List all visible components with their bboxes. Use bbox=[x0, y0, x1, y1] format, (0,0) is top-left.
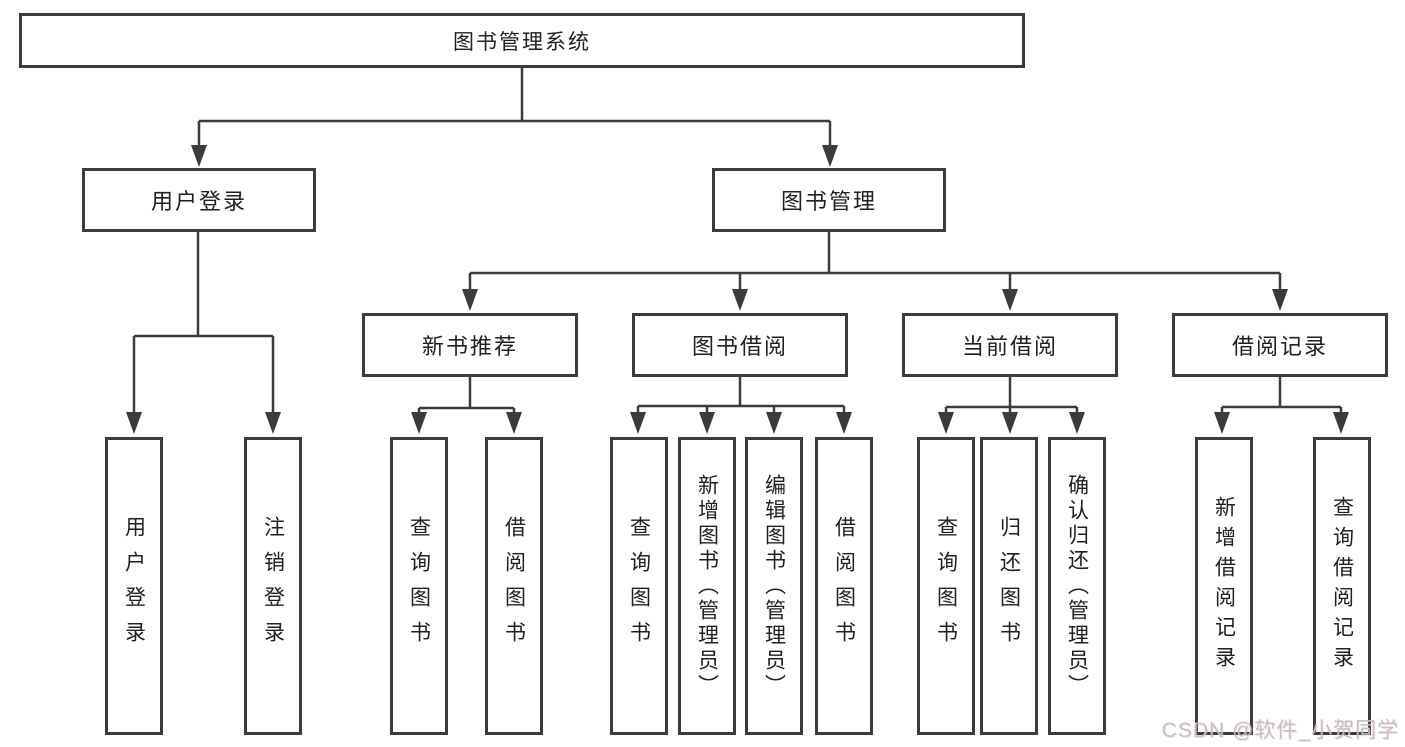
leaf-logout: 注销登录 bbox=[244, 437, 302, 735]
node-user-login: 用户登录 bbox=[82, 168, 316, 232]
leaf-query-books-borrowing-label: 查询图书 bbox=[627, 516, 651, 656]
leaf-borrow-books-recommend: 借阅图书 bbox=[485, 437, 543, 735]
leaf-add-borrow-record: 新增借阅记录 bbox=[1195, 437, 1253, 735]
leaf-add-book-admin-label: 新增图书（管理员） bbox=[695, 473, 719, 699]
leaf-edit-book-admin-label: 编辑图书（管理员） bbox=[762, 473, 786, 699]
leaf-return-book-label: 归还图书 bbox=[997, 516, 1021, 656]
csdn-watermark: CSDN @软件_小贺同学 bbox=[1161, 719, 1399, 742]
leaf-confirm-return-admin-label: 确认归还（管理员） bbox=[1065, 473, 1089, 699]
leaf-logout-label: 注销登录 bbox=[261, 516, 285, 656]
leaf-query-books-recommend-label: 查询图书 bbox=[407, 516, 431, 656]
node-current-borrowing: 当前借阅 bbox=[902, 313, 1118, 377]
leaf-user-login-label: 用户登录 bbox=[122, 516, 146, 656]
leaf-return-book: 归还图书 bbox=[980, 437, 1038, 735]
leaf-user-login: 用户登录 bbox=[105, 437, 163, 735]
node-book-borrowing: 图书借阅 bbox=[632, 313, 848, 377]
node-borrow-records: 借阅记录 bbox=[1172, 313, 1388, 377]
leaf-query-books-borrowing: 查询图书 bbox=[610, 437, 668, 735]
leaf-query-books-current-label: 查询图书 bbox=[934, 516, 958, 656]
leaf-query-books-current: 查询图书 bbox=[917, 437, 975, 735]
node-new-book-recommend: 新书推荐 bbox=[362, 313, 578, 377]
node-book-management: 图书管理 bbox=[712, 168, 946, 232]
arrowheads bbox=[126, 145, 1349, 434]
leaf-query-borrow-record-label: 查询借阅记录 bbox=[1330, 496, 1354, 676]
leaf-add-borrow-record-label: 新增借阅记录 bbox=[1212, 496, 1236, 676]
leaf-query-borrow-record: 查询借阅记录 bbox=[1313, 437, 1371, 735]
leaf-borrow-books-borrowing-label: 借阅图书 bbox=[832, 516, 856, 656]
node-library-system: 图书管理系统 bbox=[19, 13, 1025, 68]
leaf-borrow-books-borrowing: 借阅图书 bbox=[815, 437, 873, 735]
leaf-edit-book-admin: 编辑图书（管理员） bbox=[745, 437, 803, 735]
leaf-confirm-return-admin: 确认归还（管理员） bbox=[1048, 437, 1106, 735]
leaf-borrow-books-recommend-label: 借阅图书 bbox=[502, 516, 526, 656]
leaf-add-book-admin: 新增图书（管理员） bbox=[678, 437, 736, 735]
leaf-query-books-recommend: 查询图书 bbox=[390, 437, 448, 735]
